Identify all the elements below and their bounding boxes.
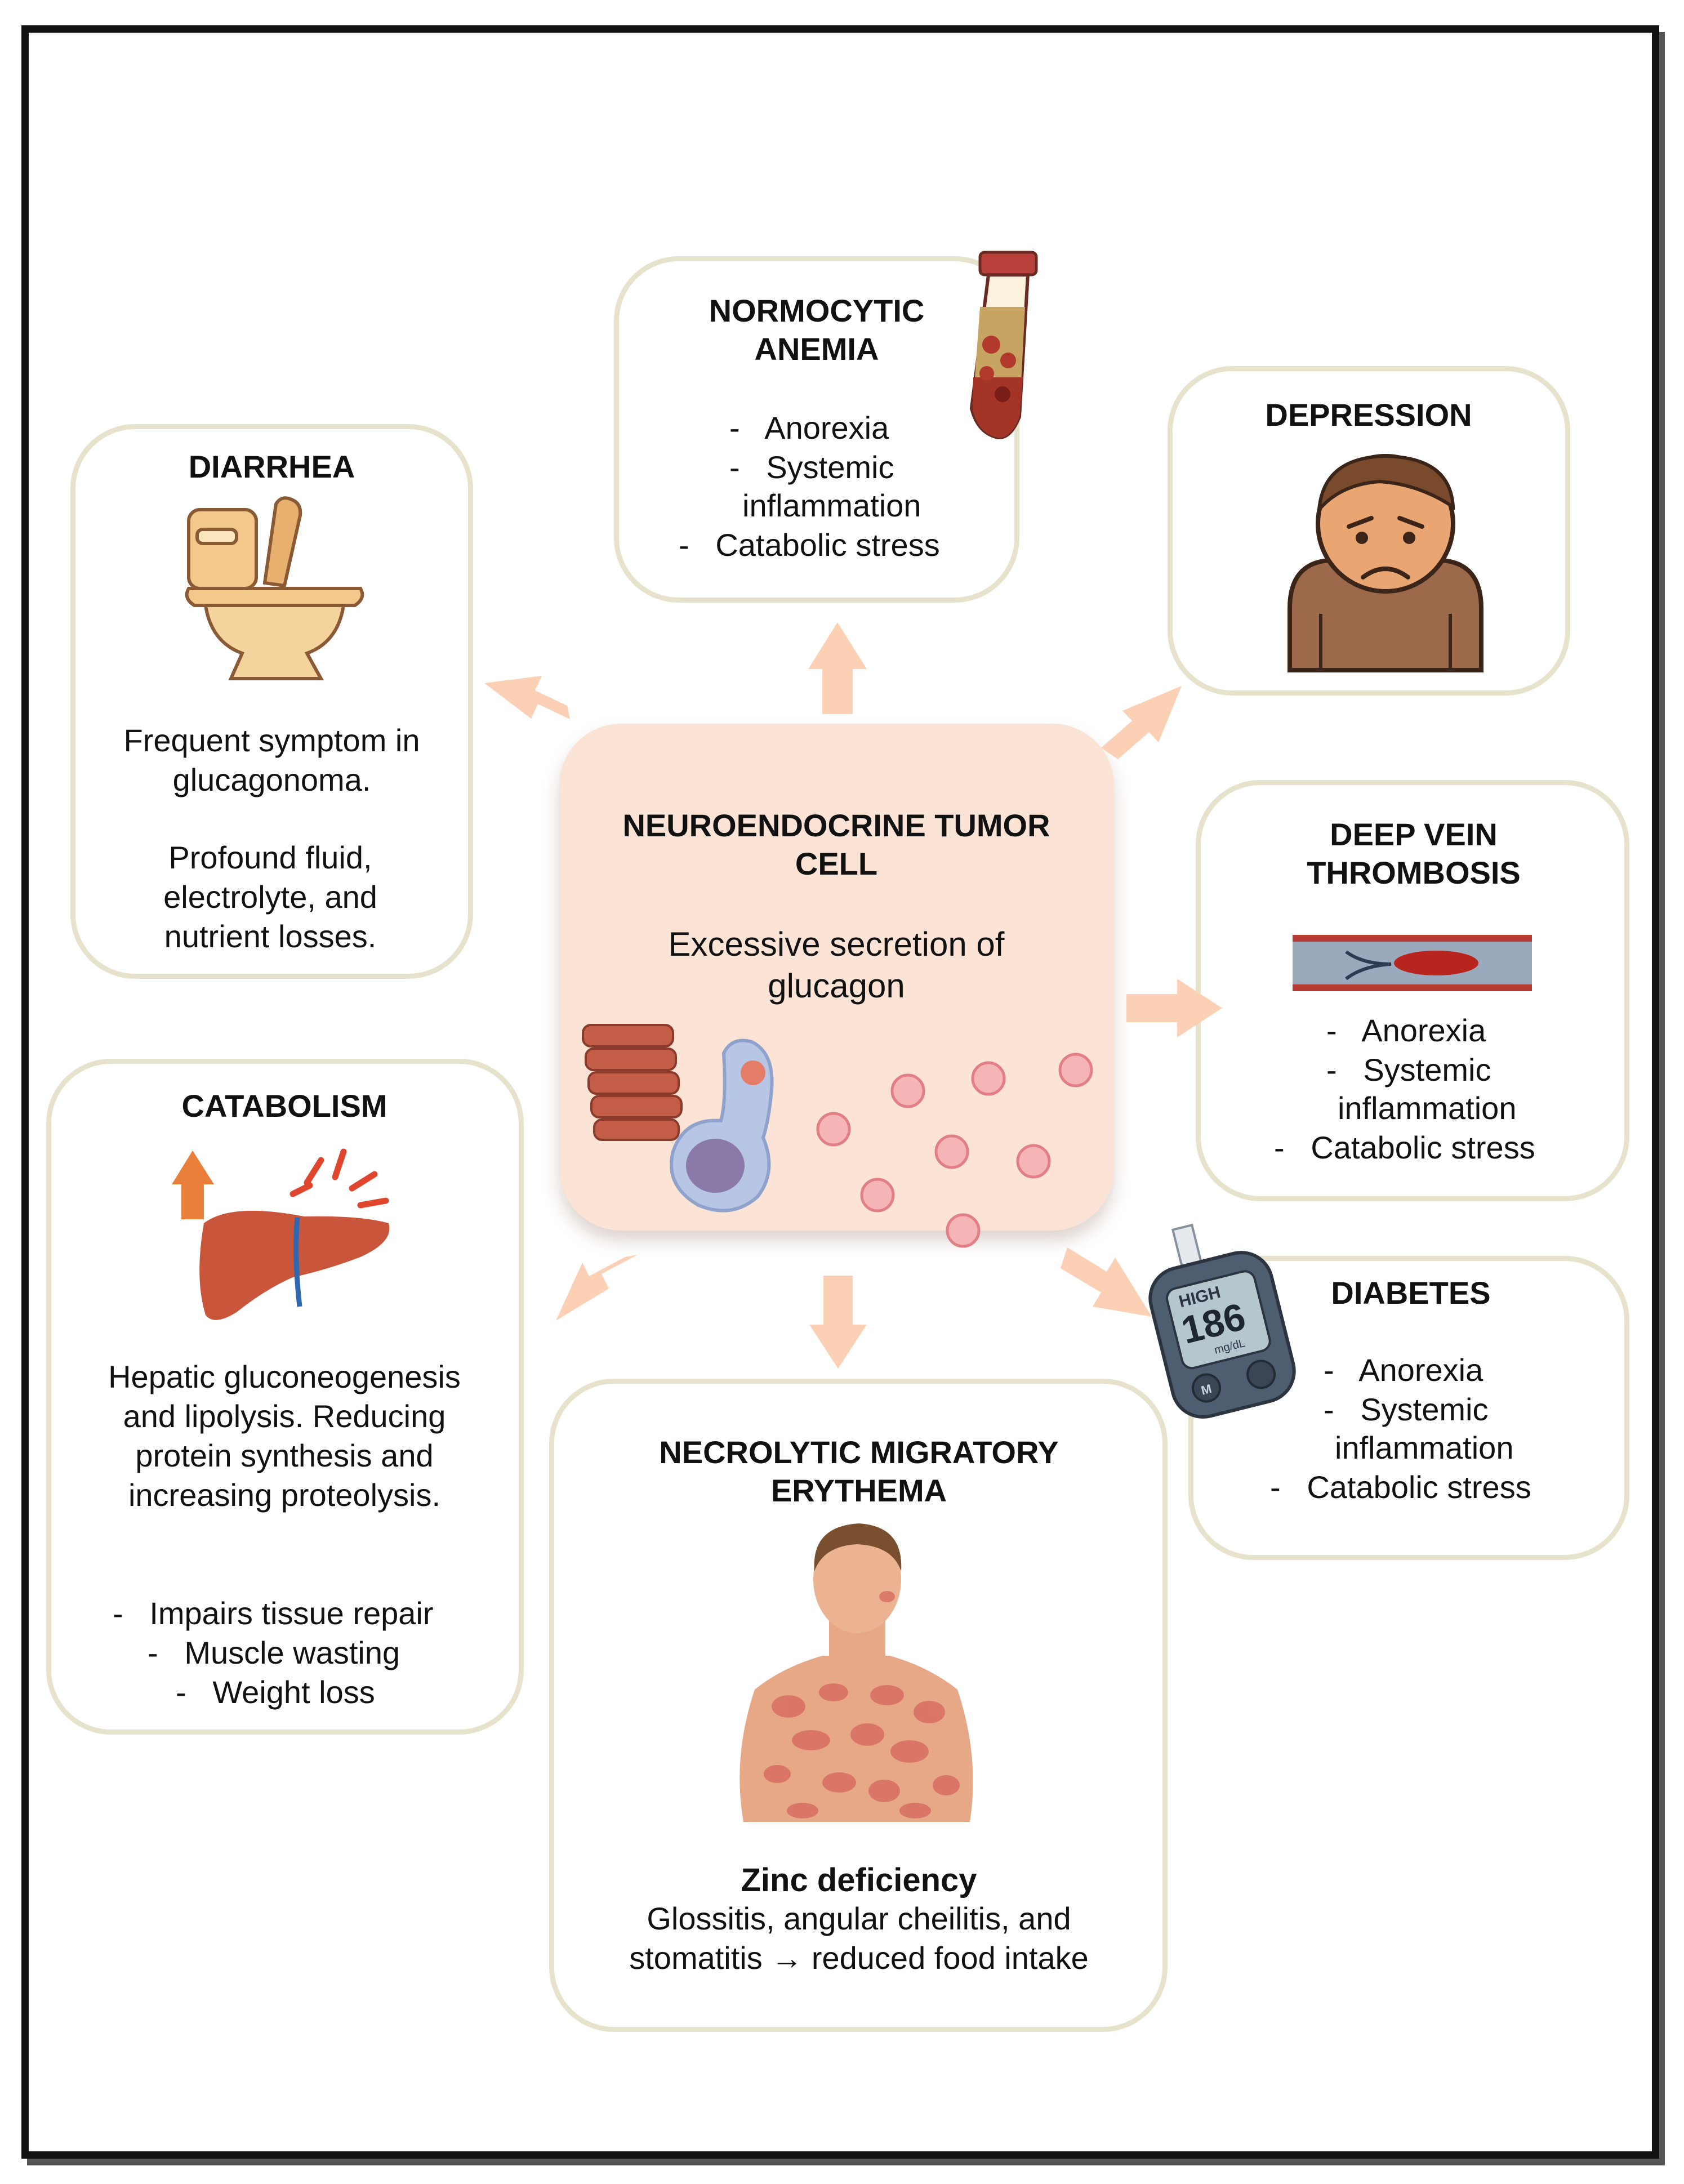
diarrhea-text-2: Profound fluid, electrolyte, and nutrien… bbox=[163, 840, 377, 954]
figure-frame bbox=[21, 25, 1659, 2159]
diabetes-item-inflammation: inflammation bbox=[1335, 1430, 1514, 1465]
increase-arrow-icon bbox=[172, 1151, 214, 1219]
nme-text: Glossitis, angular cheilitis, and stomat… bbox=[629, 1901, 1089, 1976]
catabolism-box bbox=[46, 1059, 524, 1735]
muscle-fiber-icon bbox=[582, 1024, 683, 1141]
arrow-down-left bbox=[556, 1255, 638, 1321]
dvt-item-anorexia: - Anorexia bbox=[1326, 1013, 1486, 1048]
dvt-item-systemic: - Systemic bbox=[1326, 1052, 1491, 1087]
anemia-item-inflammation: inflammation bbox=[742, 488, 921, 523]
normocytic-anemia-box bbox=[614, 256, 1019, 603]
diabetes-item-catabolic: - Catabolic stress bbox=[1270, 1469, 1531, 1505]
erythema-patient-icon bbox=[739, 1523, 973, 1822]
depression-title: DEPRESSION bbox=[1265, 397, 1472, 433]
dvt-item-inflammation: inflammation bbox=[1338, 1090, 1517, 1126]
toilet-icon bbox=[185, 496, 364, 680]
center-text: Excessive secretion of glucagon bbox=[668, 925, 1005, 1005]
diarrhea-box bbox=[70, 424, 473, 979]
blood-tube-icon bbox=[969, 251, 1038, 439]
arrows bbox=[484, 622, 1222, 1369]
blood-vessel-icon bbox=[1293, 935, 1532, 991]
arrow-up-right bbox=[1101, 686, 1182, 759]
nme-subtitle: Zinc deficiency bbox=[741, 1862, 977, 1898]
arrow-down-right bbox=[1061, 1247, 1152, 1317]
arrow-up-left bbox=[484, 676, 570, 719]
anemia-item-catabolic: - Catabolic stress bbox=[679, 527, 940, 563]
catabolism-item-muscle: - Muscle wasting bbox=[148, 1635, 400, 1670]
arrow-down bbox=[809, 1276, 867, 1369]
meter-m-button: M bbox=[1200, 1381, 1213, 1398]
diarrhea-text-1: Frequent symptom in glucagonoma. bbox=[123, 723, 420, 797]
dvt-title: DEEP VEIN THROMBOSIS bbox=[1307, 817, 1521, 890]
glucagon-granules bbox=[816, 1053, 1093, 1248]
catabolism-item-tissue: - Impairs tissue repair bbox=[113, 1595, 434, 1631]
nme-title: NECROLYTIC MIGRATORY ERYTHEMA bbox=[659, 1434, 1059, 1508]
diabetes-title: DIABETES bbox=[1331, 1275, 1491, 1311]
neuroendocrine-cell-icon bbox=[670, 1038, 774, 1213]
anemia-item-anorexia: - Anorexia bbox=[729, 410, 889, 445]
catabolism-text: Hepatic gluconeogenesis and lipolysis. R… bbox=[108, 1359, 461, 1513]
catabolism-item-weight: - Weight loss bbox=[176, 1674, 375, 1710]
center-title: NEUROENDOCRINE TUMOR CELL bbox=[622, 808, 1050, 881]
arrow-up bbox=[808, 622, 867, 714]
glucose-meter-icon: HIGH 186 mg/dL M bbox=[1148, 1223, 1296, 1419]
liver-icon bbox=[199, 1148, 390, 1320]
diabetes-item-anorexia: - Anorexia bbox=[1324, 1352, 1483, 1388]
normocytic-anemia-title: NORMOCYTIC ANEMIA bbox=[709, 293, 925, 367]
sad-person-icon bbox=[1287, 454, 1483, 672]
diabetes-item-systemic: - Systemic bbox=[1324, 1392, 1489, 1427]
dvt-item-catabolic: - Catabolic stress bbox=[1274, 1130, 1535, 1165]
catabolism-title: CATABOLISM bbox=[181, 1088, 387, 1124]
arrow-right bbox=[1126, 979, 1222, 1037]
anemia-item-systemic: - Systemic bbox=[729, 449, 894, 485]
diarrhea-title: DIARRHEA bbox=[188, 449, 355, 484]
